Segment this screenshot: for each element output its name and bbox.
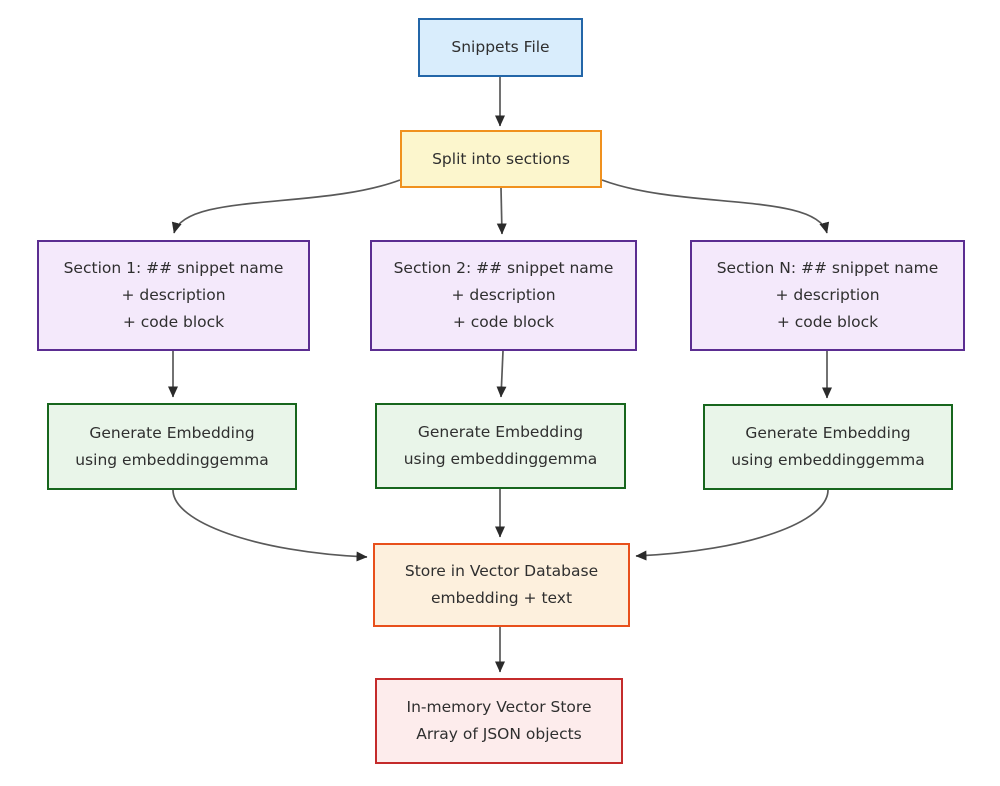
node-split-into-sections: Split into sections <box>400 130 602 188</box>
node-label-line: using embeddinggemma <box>75 450 269 469</box>
node-in-memory-vector-store: In-memory Vector Store Array of JSON obj… <box>375 678 623 764</box>
node-snippets-file: Snippets File <box>418 18 583 77</box>
edge-section-2-to-generate-2 <box>496 350 507 398</box>
node-label: Snippets File <box>451 38 550 56</box>
node-generate-embedding-1: Generate Embedding using embeddinggemma <box>47 403 297 490</box>
node-label-line: + code block <box>776 313 879 331</box>
node-label-line: using embeddinggemma <box>403 450 598 468</box>
edge-split-to-section-n <box>601 179 830 234</box>
node-label-line: using embeddinggemma <box>731 451 925 469</box>
edge-generate-1-to-store <box>172 489 368 562</box>
node-label-line: + description <box>775 286 880 304</box>
node-label-line: + description <box>451 286 556 304</box>
node-label-line: Generate Embedding <box>89 423 255 442</box>
edge-split-to-section-1 <box>171 179 401 234</box>
node-label-line: Section 2: ## snippet name <box>393 259 614 277</box>
node-label-line: Section N: ## snippet name <box>716 259 939 277</box>
node-label-line: + code block <box>122 313 225 331</box>
edge-generate-n-to-store <box>635 489 829 561</box>
node-section-1: Section 1: ## snippet name + description… <box>37 240 310 351</box>
node-section-2: Section 2: ## snippet name + description… <box>370 240 637 351</box>
node-label-line: Section 1: ## snippet name <box>63 259 284 277</box>
node-store-vector-database: Store in Vector Database embedding + tex… <box>373 543 630 627</box>
node-label: Split into sections <box>432 149 570 168</box>
node-label-line: embedding + text <box>430 589 573 607</box>
node-label-line: Generate Embedding <box>417 423 584 441</box>
node-label-line: In-memory Vector Store <box>406 698 592 716</box>
node-label-line: Generate Embedding <box>745 424 911 442</box>
node-generate-embedding-2: Generate Embedding using embeddinggemma <box>375 403 626 489</box>
node-label-line: + code block <box>452 313 555 331</box>
node-label-line: Array of JSON objects <box>416 725 582 743</box>
node-label-line: + description <box>121 286 226 304</box>
node-label-line: Store in Vector Database <box>404 562 599 580</box>
edge-split-to-section-2 <box>496 187 507 235</box>
node-generate-embedding-n: Generate Embedding using embeddinggemma <box>703 404 953 490</box>
node-section-n: Section N: ## snippet name + description… <box>690 240 965 351</box>
